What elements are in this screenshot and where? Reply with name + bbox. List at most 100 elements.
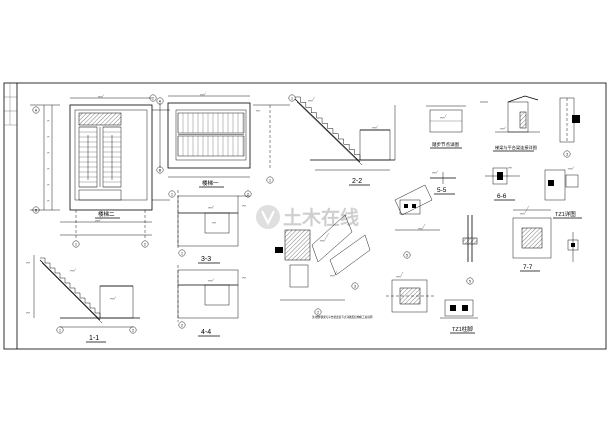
stair-steps-1-1: [40, 257, 101, 318]
elevation-mark: [25, 311, 31, 314]
grid-bubble-circle: [32, 106, 40, 114]
grid-bubble-label: 3: [566, 152, 568, 156]
landing-slab: [78, 112, 122, 126]
grid-bubble-circle: [129, 326, 137, 334]
grid-bubble-label: 5: [406, 253, 408, 257]
grid-bubble: 3: [351, 282, 359, 290]
watermark-text: 土木在线: [283, 206, 359, 229]
grid-bubble-label: A: [159, 99, 162, 103]
grid-bubble-circle: [288, 94, 296, 102]
dimension-text: [46, 199, 50, 202]
general-note: 注:楼梯钢梁与平台梁连接节点详图见结构施工总说明: [312, 315, 373, 319]
grid-bubble-label: 2: [132, 328, 134, 332]
grid-bubble: 1: [266, 176, 274, 184]
grid-bubble-label: 2: [152, 96, 154, 100]
grid-bubble: 1: [168, 190, 176, 198]
grid-bubble-circle: [56, 326, 64, 334]
title-strip-cells: [4, 83, 17, 126]
detail-note: [439, 114, 447, 119]
section-note: [109, 296, 116, 300]
detail-note: [499, 126, 506, 130]
grid-bubble-circle: [314, 308, 322, 316]
detail-note: [431, 170, 438, 174]
weld-mark: [275, 247, 283, 253]
sheet-border: [3, 82, 607, 350]
grid-bubble: 1: [56, 326, 64, 334]
view-title-section-7-7: 7-7: [523, 264, 533, 271]
column-section: [544, 169, 566, 201]
grid-bubble-label: A: [35, 108, 38, 112]
grid-bubble-label: 1: [269, 178, 271, 182]
connection-plate: [519, 111, 527, 129]
grid-bubble-circle: [466, 277, 474, 285]
view-title-section-2-2: 2-2: [352, 178, 362, 185]
bolt: [450, 305, 456, 311]
watermark: 土木在线: [256, 205, 359, 229]
section-note: [207, 278, 214, 282]
grid-bubble-circle: [403, 251, 411, 259]
stairwell-outline: [167, 102, 251, 169]
elevation-mark: [241, 276, 247, 279]
grid-bubble-circle: [141, 240, 149, 248]
grid-bubble-circle: [178, 321, 186, 329]
view-title-plan-lower: 楼梯一: [202, 179, 219, 187]
stair-stringer-node: [311, 214, 353, 263]
grid-bubble-circle: [178, 249, 186, 257]
bolt: [462, 305, 468, 311]
view-title-section-5-5: 5-5: [437, 187, 447, 194]
view-title-section-4-4: 4-4: [201, 329, 211, 336]
grid-bubble-label: B: [35, 208, 38, 212]
grid-bubble-label: 3: [354, 284, 356, 288]
view-title-section-6-6: 6-6: [497, 193, 507, 200]
landing-support: [359, 129, 391, 161]
grid-bubble: 2: [244, 190, 252, 198]
section-note: [207, 205, 214, 209]
grid-bubble-label: 2: [317, 310, 319, 314]
stair-stringer: [296, 101, 363, 166]
grid-bubble-label: 5: [469, 279, 471, 283]
grid-bubble: 1: [288, 94, 296, 102]
dimension-text: [97, 94, 104, 98]
grid-bubble: 2: [141, 240, 149, 248]
grid-bubble-circle: [156, 97, 164, 105]
dimension-text: [46, 151, 50, 154]
landing-support: [99, 285, 134, 319]
grid-bubble: 2: [149, 94, 157, 102]
grid-bubble-circle: [351, 282, 359, 290]
grid-bubble: B: [32, 206, 40, 214]
stair-stringer: [41, 262, 103, 324]
detail-note: [417, 223, 426, 230]
elevation-mark: [255, 109, 261, 112]
beam-profile: [204, 212, 230, 234]
grid-bubble-circle: [32, 206, 40, 214]
view-titles: 楼梯二 楼梯一 1-1 2-2 3-3 4-4 5-5 6-6 7-7 踏步节点…: [86, 141, 582, 343]
stair-stringer: [294, 98, 361, 163]
grid-bubble: 1: [72, 240, 80, 248]
section-note: [211, 221, 217, 224]
grid-bubble-circle: [266, 176, 274, 184]
grid-bubble: 2: [314, 308, 322, 316]
detail-note: [567, 166, 574, 170]
grid-bubble-label: 2: [181, 323, 183, 327]
grid-bubble: 2: [129, 326, 137, 334]
detail-note: [395, 271, 404, 278]
grid-bubble-label: 1: [171, 192, 173, 196]
grid-bubble-label: 2: [144, 242, 146, 246]
view-title-beam-connection: 梯梁与平台梁连接详图: [495, 144, 537, 151]
view-title-tz1-detail: TZ1详图: [555, 210, 576, 218]
column-base: [444, 299, 474, 317]
grid-bubble-label: 1: [59, 328, 61, 332]
embedded-plate: [521, 227, 543, 249]
dimension-text: [199, 92, 206, 96]
stair-steps-2-2: [295, 96, 361, 160]
base-plate: [565, 174, 579, 188]
stair-sections: 1 2 1 2: [25, 96, 395, 334]
section-frame: [512, 217, 552, 259]
grid-bubble: 3: [563, 150, 571, 158]
stiffener: [462, 237, 478, 245]
grid-bubble-circle: [563, 150, 571, 158]
grid-bubble-circle: [168, 190, 176, 198]
beam-profile: [289, 264, 309, 288]
